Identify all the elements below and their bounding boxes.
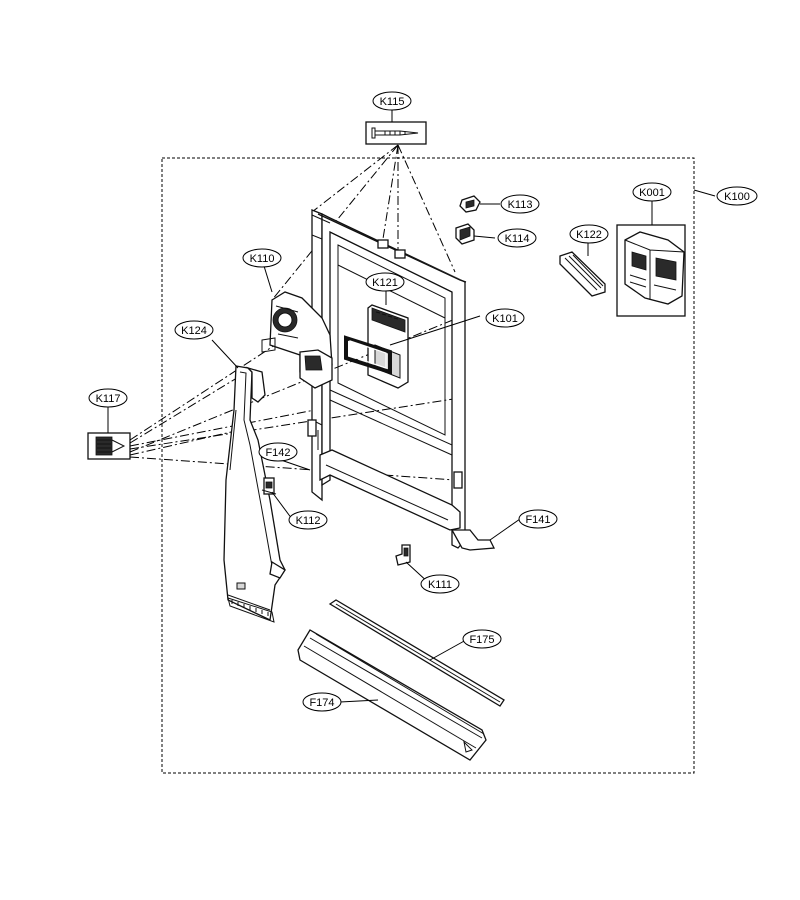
svg-text:K113: K113 xyxy=(508,199,533,211)
label-k114: K114 xyxy=(497,228,537,248)
svg-text:F141: F141 xyxy=(525,514,550,526)
svg-text:K121: K121 xyxy=(372,277,398,289)
part-k124-side-panel[interactable] xyxy=(223,365,286,623)
svg-text:K001: K001 xyxy=(639,187,665,199)
part-f174-channel[interactable] xyxy=(297,629,487,761)
part-k001-control-unit[interactable] xyxy=(616,224,686,317)
label-k111: K111 xyxy=(420,574,460,594)
label-k112: K112 xyxy=(288,510,328,530)
label-f175: F175 xyxy=(462,629,502,649)
label-k117: K117 xyxy=(88,388,128,408)
label-k001: K001 xyxy=(632,182,672,202)
part-k101-door-frame[interactable] xyxy=(307,209,496,551)
svg-text:K115: K115 xyxy=(380,96,405,108)
label-k121: K121 xyxy=(365,272,405,292)
label-k122: K122 xyxy=(569,224,609,244)
label-f142: F142 xyxy=(258,442,298,462)
svg-text:K117: K117 xyxy=(96,393,121,405)
svg-text:K124: K124 xyxy=(181,325,207,337)
part-f175-rail[interactable] xyxy=(328,599,505,707)
part-dispenser-gasket[interactable] xyxy=(344,335,392,375)
label-k115: K115 xyxy=(372,91,412,111)
part-k115-screw[interactable] xyxy=(365,121,427,145)
svg-text:K112: K112 xyxy=(296,515,321,527)
svg-text:K100: K100 xyxy=(724,191,750,203)
part-k114-block[interactable] xyxy=(455,223,475,245)
part-k117-screw[interactable] xyxy=(87,432,131,460)
svg-text:K101: K101 xyxy=(492,313,518,325)
svg-text:F175: F175 xyxy=(469,634,494,646)
assembly-frame xyxy=(161,157,695,774)
leader-lines xyxy=(107,110,716,703)
part-k111-clip[interactable] xyxy=(395,544,411,566)
part-k113-clip[interactable] xyxy=(459,195,481,213)
svg-text:K110: K110 xyxy=(250,253,275,265)
svg-text:K114: K114 xyxy=(505,233,530,245)
svg-text:F142: F142 xyxy=(265,447,290,459)
label-k124: K124 xyxy=(174,320,214,340)
svg-text:F174: F174 xyxy=(309,697,334,709)
label-f141: F141 xyxy=(518,509,558,529)
part-k110-module[interactable] xyxy=(261,291,333,389)
part-k121-dispenser[interactable] xyxy=(367,304,409,389)
label-k100: K100 xyxy=(716,186,758,206)
part-k122-grille[interactable] xyxy=(559,251,606,297)
part-k112-latch[interactable] xyxy=(261,477,277,495)
label-k113: K113 xyxy=(500,194,540,214)
svg-text:K122: K122 xyxy=(576,229,602,241)
label-k101: K101 xyxy=(485,308,525,328)
screw-lines xyxy=(129,144,466,481)
label-f174: F174 xyxy=(302,692,342,712)
svg-text:K111: K111 xyxy=(428,579,452,591)
label-k110: K110 xyxy=(242,248,282,268)
